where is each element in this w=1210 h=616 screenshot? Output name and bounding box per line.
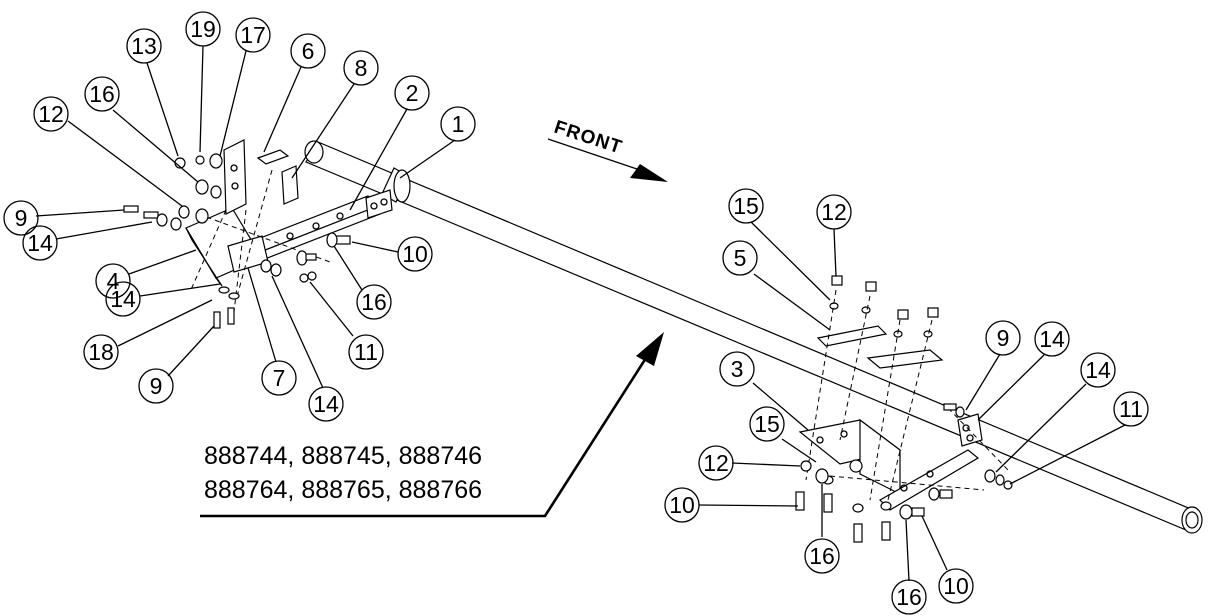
- svg-text:16: 16: [896, 584, 922, 610]
- svg-text:11: 11: [1119, 396, 1143, 422]
- front-arrow: FRONT: [547, 117, 668, 182]
- callout-15-right-top: 15: [728, 188, 764, 224]
- callout-19: 19: [185, 11, 221, 47]
- svg-text:10: 10: [943, 573, 969, 599]
- callout-9-left-bottom: 9: [138, 368, 174, 404]
- callout-13: 13: [126, 28, 162, 64]
- callout-12-left: 12: [33, 96, 69, 132]
- svg-text:9: 9: [15, 205, 28, 231]
- callout-16-left-right: 16: [356, 284, 392, 320]
- svg-text:14: 14: [1039, 326, 1065, 352]
- callout-10-right-bottom: 10: [938, 568, 974, 604]
- svg-text:7: 7: [273, 365, 286, 391]
- callout-17: 17: [235, 17, 271, 53]
- callout-5: 5: [722, 240, 758, 276]
- svg-text:18: 18: [88, 339, 114, 365]
- right-bracket-assembly: [795, 275, 1013, 543]
- svg-text:12: 12: [703, 450, 729, 476]
- callout-14-right-a: 14: [1034, 321, 1070, 357]
- part-numbers-line-2: 888764, 888765, 888766: [204, 476, 482, 504]
- left-bracket-assembly: [123, 139, 393, 329]
- svg-text:15: 15: [733, 193, 759, 219]
- callout-10-right-left: 10: [664, 487, 700, 523]
- callout-1: 1: [440, 106, 476, 142]
- callout-16-right-bottom-2: 16: [891, 579, 927, 615]
- callout-2: 2: [394, 75, 430, 111]
- callout-12-right: 12: [698, 445, 734, 481]
- svg-text:6: 6: [302, 38, 315, 64]
- callout-14-left-bottom: 14: [308, 386, 344, 422]
- svg-text:14: 14: [110, 286, 136, 312]
- svg-text:16: 16: [809, 543, 835, 569]
- callout-6: 6: [290, 33, 326, 69]
- callout-11-right: 11: [1113, 391, 1149, 427]
- svg-text:11: 11: [354, 339, 378, 365]
- callout-18: 18: [83, 334, 119, 370]
- callout-8: 8: [343, 50, 379, 86]
- svg-text:17: 17: [240, 22, 266, 48]
- callout-10-left: 10: [397, 236, 433, 272]
- svg-text:14: 14: [1085, 357, 1111, 383]
- callout-14-right-b: 14: [1080, 352, 1116, 388]
- part-number-pointer: [200, 332, 664, 518]
- svg-text:5: 5: [734, 245, 747, 271]
- svg-text:19: 19: [190, 16, 216, 42]
- svg-text:1: 1: [452, 111, 465, 137]
- callout-15-right: 15: [749, 406, 785, 442]
- svg-text:12: 12: [38, 101, 64, 127]
- svg-text:13: 13: [131, 33, 157, 59]
- svg-text:8: 8: [355, 55, 368, 81]
- svg-text:14: 14: [27, 230, 53, 256]
- svg-text:10: 10: [669, 492, 695, 518]
- callout-7: 7: [261, 360, 297, 396]
- svg-text:14: 14: [313, 391, 339, 417]
- svg-text:12: 12: [821, 199, 847, 225]
- callout-9-right: 9: [985, 320, 1021, 356]
- callout-3: 3: [719, 351, 755, 387]
- svg-text:9: 9: [150, 373, 163, 399]
- callout-14-left: 14: [22, 225, 58, 261]
- part-numbers-line-1: 888744, 888745, 888746: [204, 442, 482, 470]
- svg-text:3: 3: [731, 356, 744, 382]
- callout-12-right-top: 12: [816, 194, 852, 230]
- callout-9-left: 9: [3, 200, 39, 236]
- svg-text:16: 16: [89, 81, 115, 107]
- callout-16-right-bottom: 16: [804, 538, 840, 574]
- callout-11-left: 11: [348, 334, 384, 370]
- svg-text:2: 2: [406, 80, 419, 106]
- leader-lines: [35, 45, 1126, 582]
- callout-14-left-mid: 14: [105, 281, 141, 317]
- callout-balloons: 1 2 8 6 17 19 13 16 12 9 14 4 14 18 9 7 …: [3, 11, 1149, 615]
- svg-text:15: 15: [754, 411, 780, 437]
- svg-text:9: 9: [997, 325, 1010, 351]
- svg-text:16: 16: [361, 289, 387, 315]
- svg-text:10: 10: [402, 241, 428, 267]
- callout-16-left-top: 16: [84, 76, 120, 112]
